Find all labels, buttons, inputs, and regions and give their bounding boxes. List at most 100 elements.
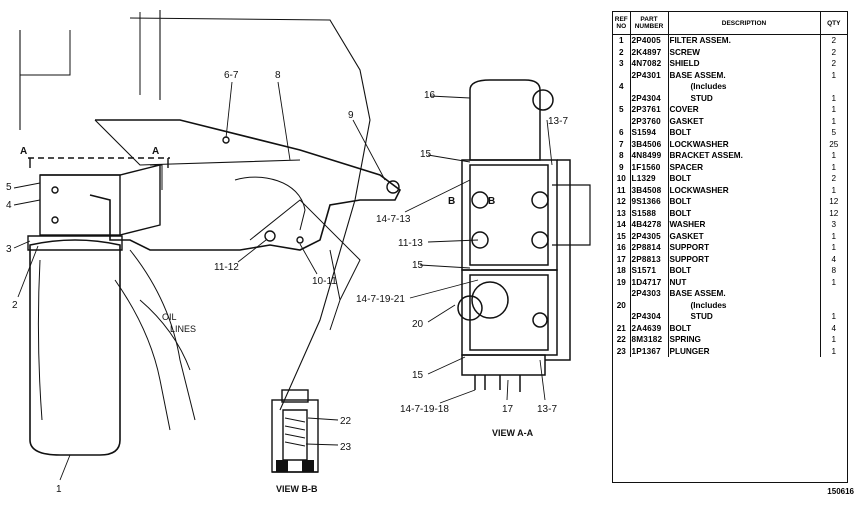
ref-cell: 13 — [613, 207, 631, 219]
part-number-cell — [630, 299, 669, 311]
qty-cell: 1 — [831, 93, 837, 103]
ref-cell: 21 — [613, 322, 631, 334]
ref-cell: 10 — [613, 173, 631, 185]
callout-4: 4 — [6, 200, 12, 211]
qty-cell: 12 — [829, 197, 839, 207]
part-number-cell: S1594 — [630, 127, 669, 139]
part-number-cell: 4N7082 — [630, 58, 669, 70]
ref-cell: 5 — [613, 104, 631, 116]
part-number-cell: 2P4304 — [630, 92, 669, 104]
ref-cell: 22 — [613, 334, 631, 346]
callout-14-7-13: 14-7-13 — [376, 214, 411, 225]
callout-2: 2 — [12, 300, 18, 311]
description-cell: BOLT — [668, 196, 821, 208]
part-number-cell: S1571 — [630, 265, 669, 277]
description-cell: LOCKWASHER — [668, 184, 821, 196]
qty-cell: 25 — [829, 139, 839, 149]
ref-cell: 3 — [613, 58, 631, 70]
part-number-cell: L1329 — [630, 173, 669, 185]
description-cell: STUD — [668, 311, 821, 323]
description-cell: BASE ASSEM. — [668, 288, 821, 300]
callout-13-7-top: 13-7 — [548, 116, 568, 127]
ref-cell: 19 — [613, 276, 631, 288]
callout-5: 5 — [6, 182, 12, 193]
qty-cell: 1 — [831, 70, 837, 80]
callout-8: 8 — [275, 70, 281, 81]
ref-cell: 12 — [613, 196, 631, 208]
part-number-cell: 3B4506 — [630, 138, 669, 150]
description-cell: FILTER ASSEM. — [668, 34, 821, 47]
description-cell: BOLT — [668, 207, 821, 219]
ref-cell: 6 — [613, 127, 631, 139]
ref-cell: 1 — [613, 34, 631, 47]
description-cell: LOCKWASHER — [668, 138, 821, 150]
part-number-cell: 2P4303 — [630, 288, 669, 300]
qty-cell: 2 — [831, 36, 837, 46]
qty-cell: 1 — [831, 231, 837, 241]
callout-6-7: 6-7 — [224, 70, 239, 81]
part-number-cell: 3B4508 — [630, 184, 669, 196]
ref-cell: 8 — [613, 150, 631, 162]
description-cell: PLUNGER — [668, 345, 821, 357]
header-ref-no: REF NO — [613, 12, 631, 35]
section-b-left: B — [448, 196, 455, 207]
description-cell: BOLT — [668, 265, 821, 277]
description-cell: SPRING — [668, 334, 821, 346]
qty-cell — [820, 81, 847, 93]
qty-cell: 1 — [831, 312, 837, 322]
ref-cell: 11 — [613, 184, 631, 196]
part-number-cell: 2P4305 — [630, 230, 669, 242]
ref-cell: 15 — [613, 230, 631, 242]
view-bb-label: VIEW B-B — [276, 484, 318, 494]
part-number-cell: 2P4304 — [630, 311, 669, 323]
description-cell: BOLT — [668, 173, 821, 185]
part-number-cell: 2P4005 — [630, 34, 669, 47]
description-cell: SCREW — [668, 46, 821, 58]
oil-label: OIL — [162, 312, 177, 322]
description-cell: BOLT — [668, 127, 821, 139]
part-number-cell: 8M3182 — [630, 334, 669, 346]
description-cell: (Includes — [668, 81, 821, 93]
ref-cell — [613, 92, 631, 104]
ref-cell: 23 — [613, 345, 631, 357]
part-number-cell — [630, 81, 669, 93]
description-cell: SUPPORT — [668, 242, 821, 254]
ref-cell: 20 — [613, 299, 631, 311]
part-number-cell: 1P1367 — [630, 345, 669, 357]
ref-cell — [613, 69, 631, 81]
description-cell: GASKET — [668, 230, 821, 242]
callout-10-11: 10-11 — [312, 276, 337, 287]
qty-cell: 1 — [831, 277, 837, 287]
qty-cell: 4 — [831, 254, 837, 264]
part-number-cell: 9S1366 — [630, 196, 669, 208]
header-qty: QTY — [820, 12, 847, 35]
description-cell: GASKET — [668, 115, 821, 127]
qty-cell: 1 — [831, 335, 837, 345]
callout-14-7-19-21: 14-7-19-21 — [356, 294, 405, 305]
callout-3: 3 — [6, 244, 12, 255]
part-number-cell: 2P3760 — [630, 115, 669, 127]
callout-22: 22 — [340, 416, 352, 427]
header-part-number: PART NUMBER — [630, 12, 669, 35]
qty-cell: 4 — [831, 323, 837, 333]
description-cell: BASE ASSEM. — [668, 69, 821, 81]
description-cell: WASHER — [668, 219, 821, 231]
callout-15-b: 15 — [412, 260, 424, 271]
qty-cell — [820, 288, 847, 300]
qty-cell: 1 — [831, 151, 837, 161]
